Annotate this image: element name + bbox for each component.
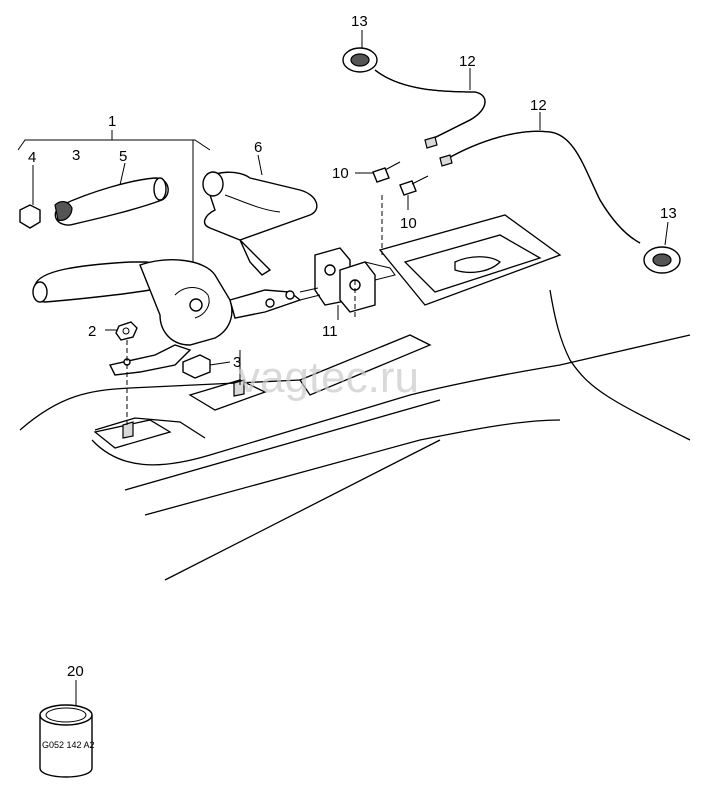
cable-equaliser	[299, 247, 396, 313]
leader-lines	[17, 30, 669, 705]
brake-cables	[374, 69, 641, 244]
callout-4: 4	[28, 149, 36, 166]
callout-12-top: 12	[459, 53, 476, 70]
callout-13-top: 13	[351, 13, 368, 30]
callout-6: 6	[254, 139, 262, 156]
callout-11: 11	[322, 323, 338, 340]
cable-end-left	[372, 161, 401, 183]
callout-10-right: 10	[400, 215, 417, 232]
callout-2: 2	[88, 323, 96, 340]
can-label: G052 142 A2	[42, 740, 95, 750]
callout-20: 20	[67, 663, 84, 680]
handle-grip	[19, 177, 169, 229]
handbrake-lever	[32, 259, 302, 346]
callout-3-grip: 3	[72, 147, 80, 164]
callout-12-right: 12	[530, 97, 547, 114]
lever-boot	[202, 171, 318, 276]
floor-pan	[19, 214, 691, 581]
callout-3-bracket: 3	[233, 354, 241, 371]
callout-5: 5	[119, 148, 127, 165]
callout-13-right: 13	[660, 205, 677, 222]
watermark: vagtec.ru	[238, 353, 419, 402]
grommet-top	[342, 47, 378, 73]
cable-end-right	[399, 175, 429, 196]
grease-can	[39, 704, 93, 778]
grommet-right	[643, 246, 681, 274]
callout-1: 1	[108, 113, 116, 130]
callout-10-left: 10	[332, 165, 349, 182]
mounting-bracket	[108, 321, 245, 439]
